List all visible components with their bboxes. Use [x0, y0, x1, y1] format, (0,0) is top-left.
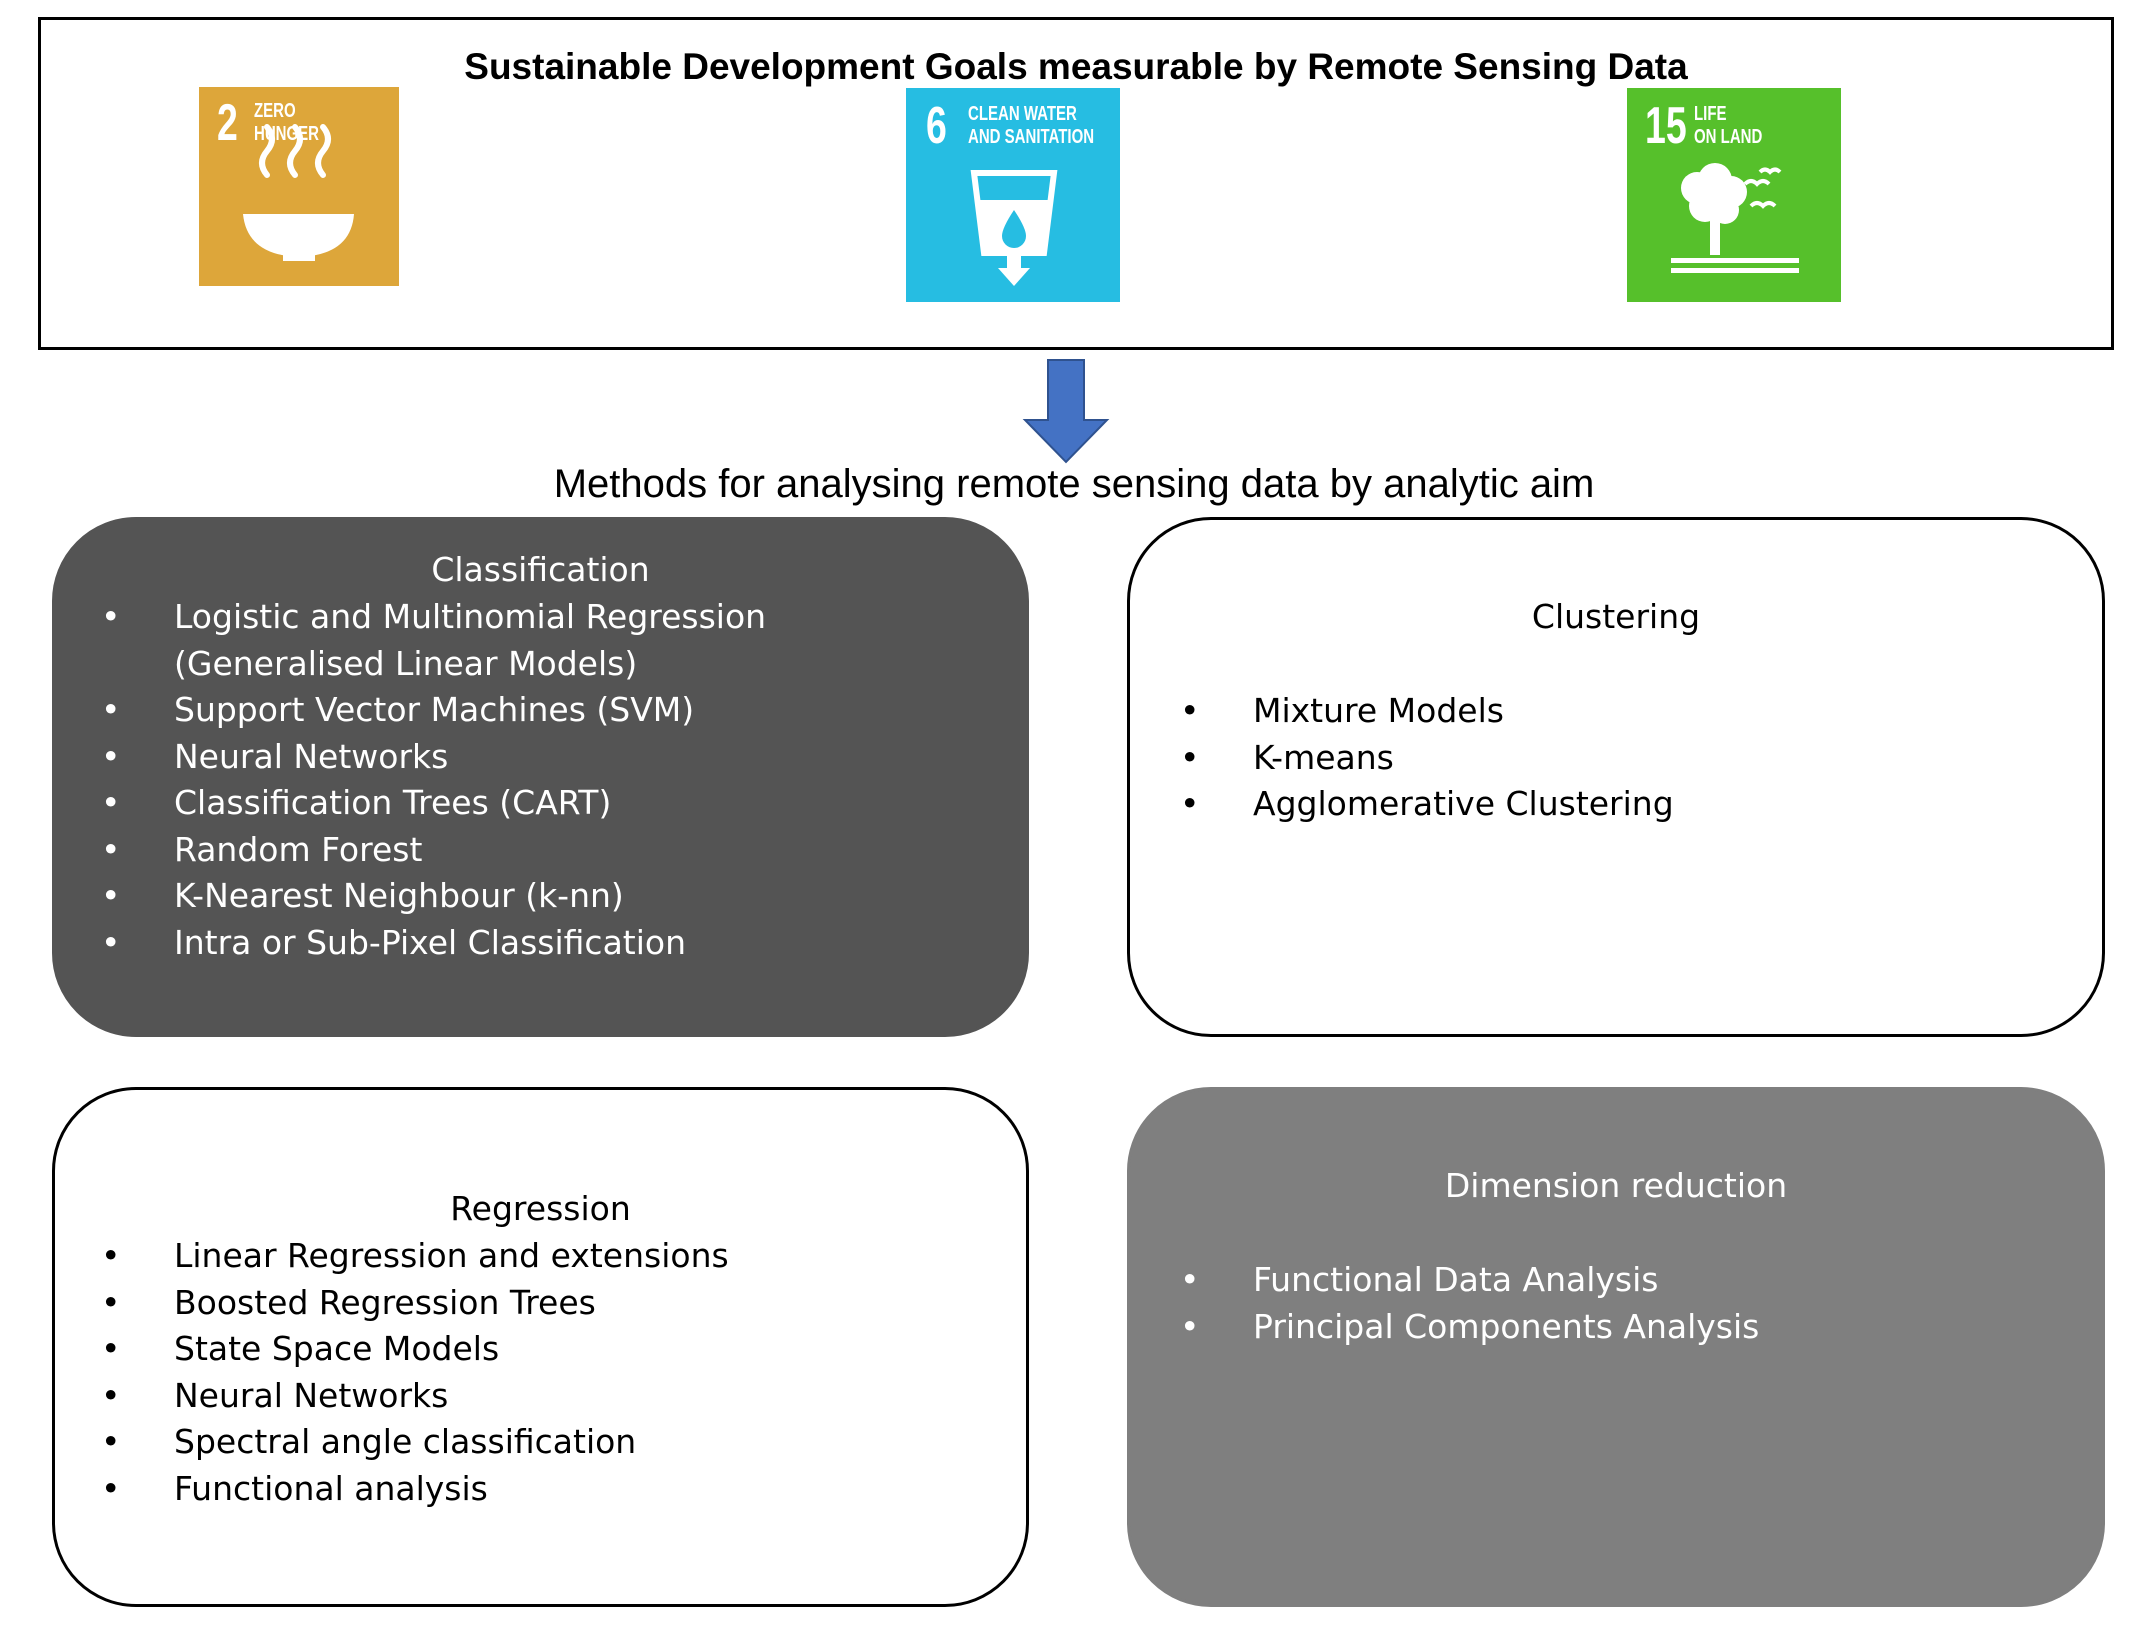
list-item: Support Vector Machines (SVM) — [101, 687, 766, 734]
section-title: Methods for analysing remote sensing dat… — [553, 462, 1595, 506]
list-item: Boosted Regression Trees — [101, 1280, 729, 1327]
down-arrow-icon — [1022, 359, 1110, 464]
bowl-icon — [243, 124, 354, 261]
list-item: Linear Regression and extensions — [101, 1233, 729, 1280]
sdg-2-number: 2 — [217, 94, 238, 152]
list-item: Agglomerative Clustering — [1180, 781, 1674, 828]
list-item: Mixture Models — [1180, 688, 1674, 735]
sdg-2-tile: 2 ZERO HUNGER — [199, 87, 399, 286]
dimension-reduction-title: Dimension reduction — [1444, 1166, 1788, 1205]
list-item: K-means — [1180, 735, 1674, 782]
classification-title: Classification — [431, 550, 650, 589]
sdg-15-label-line2: ON LAND — [1694, 126, 1763, 148]
list-item: Classification Trees (CART) — [101, 780, 766, 827]
list-item: Functional Data Analysis — [1180, 1257, 1759, 1304]
list-item: Logistic and Multinomial Regression(Gene… — [101, 594, 766, 687]
sdg-15-tile: 15 LIFE ON LAND — [1627, 88, 1841, 302]
water-glass-icon — [970, 170, 1058, 286]
clustering-box: Clustering Mixture Models K-means Agglom… — [1127, 517, 2105, 1037]
list-item: State Space Models — [101, 1326, 729, 1373]
dimension-reduction-box: Dimension reduction Functional Data Anal… — [1127, 1087, 2105, 1607]
sdg-6-label-line1: CLEAN WATER — [968, 103, 1077, 125]
clustering-title: Clustering — [1531, 597, 1701, 636]
list-item: Neural Networks — [101, 1373, 729, 1420]
list-item: K-Nearest Neighbour (k-nn) — [101, 873, 766, 920]
sdg-6-label-line2: AND SANITATION — [968, 126, 1095, 148]
sdg-2-label-line1: ZERO — [254, 100, 296, 122]
regression-box: Regression Linear Regression and extensi… — [52, 1087, 1029, 1607]
sdg-6-number: 6 — [926, 97, 947, 155]
sdg-6-tile: 6 CLEAN WATER AND SANITATION — [906, 88, 1120, 302]
dimension-reduction-list: Functional Data Analysis Principal Compo… — [1180, 1257, 1759, 1350]
classification-box: Classification Logistic and Multinomial … — [52, 517, 1029, 1037]
regression-title: Regression — [450, 1189, 631, 1228]
list-item: Spectral angle classification — [101, 1419, 729, 1466]
sdg-15-number: 15 — [1645, 97, 1687, 155]
list-item: Random Forest — [101, 827, 766, 874]
classification-list: Logistic and Multinomial Regression(Gene… — [101, 594, 766, 966]
list-item: Neural Networks — [101, 734, 766, 781]
sdg-15-label-line1: LIFE — [1694, 103, 1727, 125]
list-item-continuation: (Generalised Linear Models) — [174, 643, 638, 683]
regression-list: Linear Regression and extensions Boosted… — [101, 1233, 729, 1512]
list-item: Functional analysis — [101, 1466, 729, 1513]
sdg-panel-title: Sustainable Development Goals measurable… — [464, 46, 1688, 87]
tree-birds-icon — [1671, 163, 1799, 273]
list-item: Intra or Sub-Pixel Classification — [101, 920, 766, 967]
list-item: Principal Components Analysis — [1180, 1304, 1759, 1351]
clustering-list: Mixture Models K-means Agglomerative Clu… — [1180, 688, 1674, 828]
